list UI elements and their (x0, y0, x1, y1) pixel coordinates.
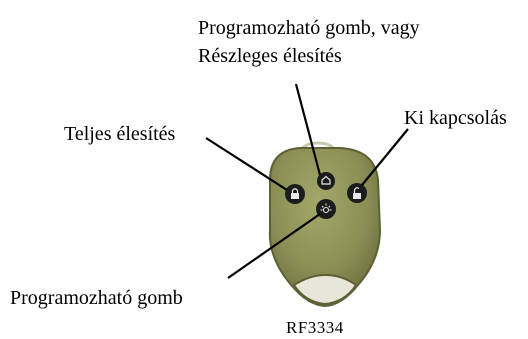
button-full-arm[interactable] (285, 184, 305, 204)
button-disarm[interactable] (347, 183, 367, 203)
leader-line-programmable (227, 213, 321, 279)
label-disarm: Ki kapcsolás (404, 107, 507, 129)
home-icon (321, 175, 331, 185)
button-programmable-bottom[interactable] (316, 199, 336, 219)
leader-line-top (294, 83, 322, 176)
lock-open-icon (353, 193, 361, 199)
label-programmable-or-partial-line1: Programozható gomb, vagy (198, 17, 420, 39)
button-programmable-top[interactable] (317, 172, 335, 190)
label-full-arm: Teljes élesítés (64, 123, 176, 145)
lock-closed-icon (291, 193, 299, 199)
remote-grip (292, 273, 358, 306)
light-icon (320, 203, 332, 214)
label-programmable: Programozható gomb (10, 287, 183, 309)
leader-line-full-arm (205, 137, 288, 191)
label-programmable-or-partial-line2: Részleges élesítés (198, 45, 342, 67)
model-caption: RF3334 (286, 318, 344, 337)
leader-line-disarm (361, 128, 409, 186)
